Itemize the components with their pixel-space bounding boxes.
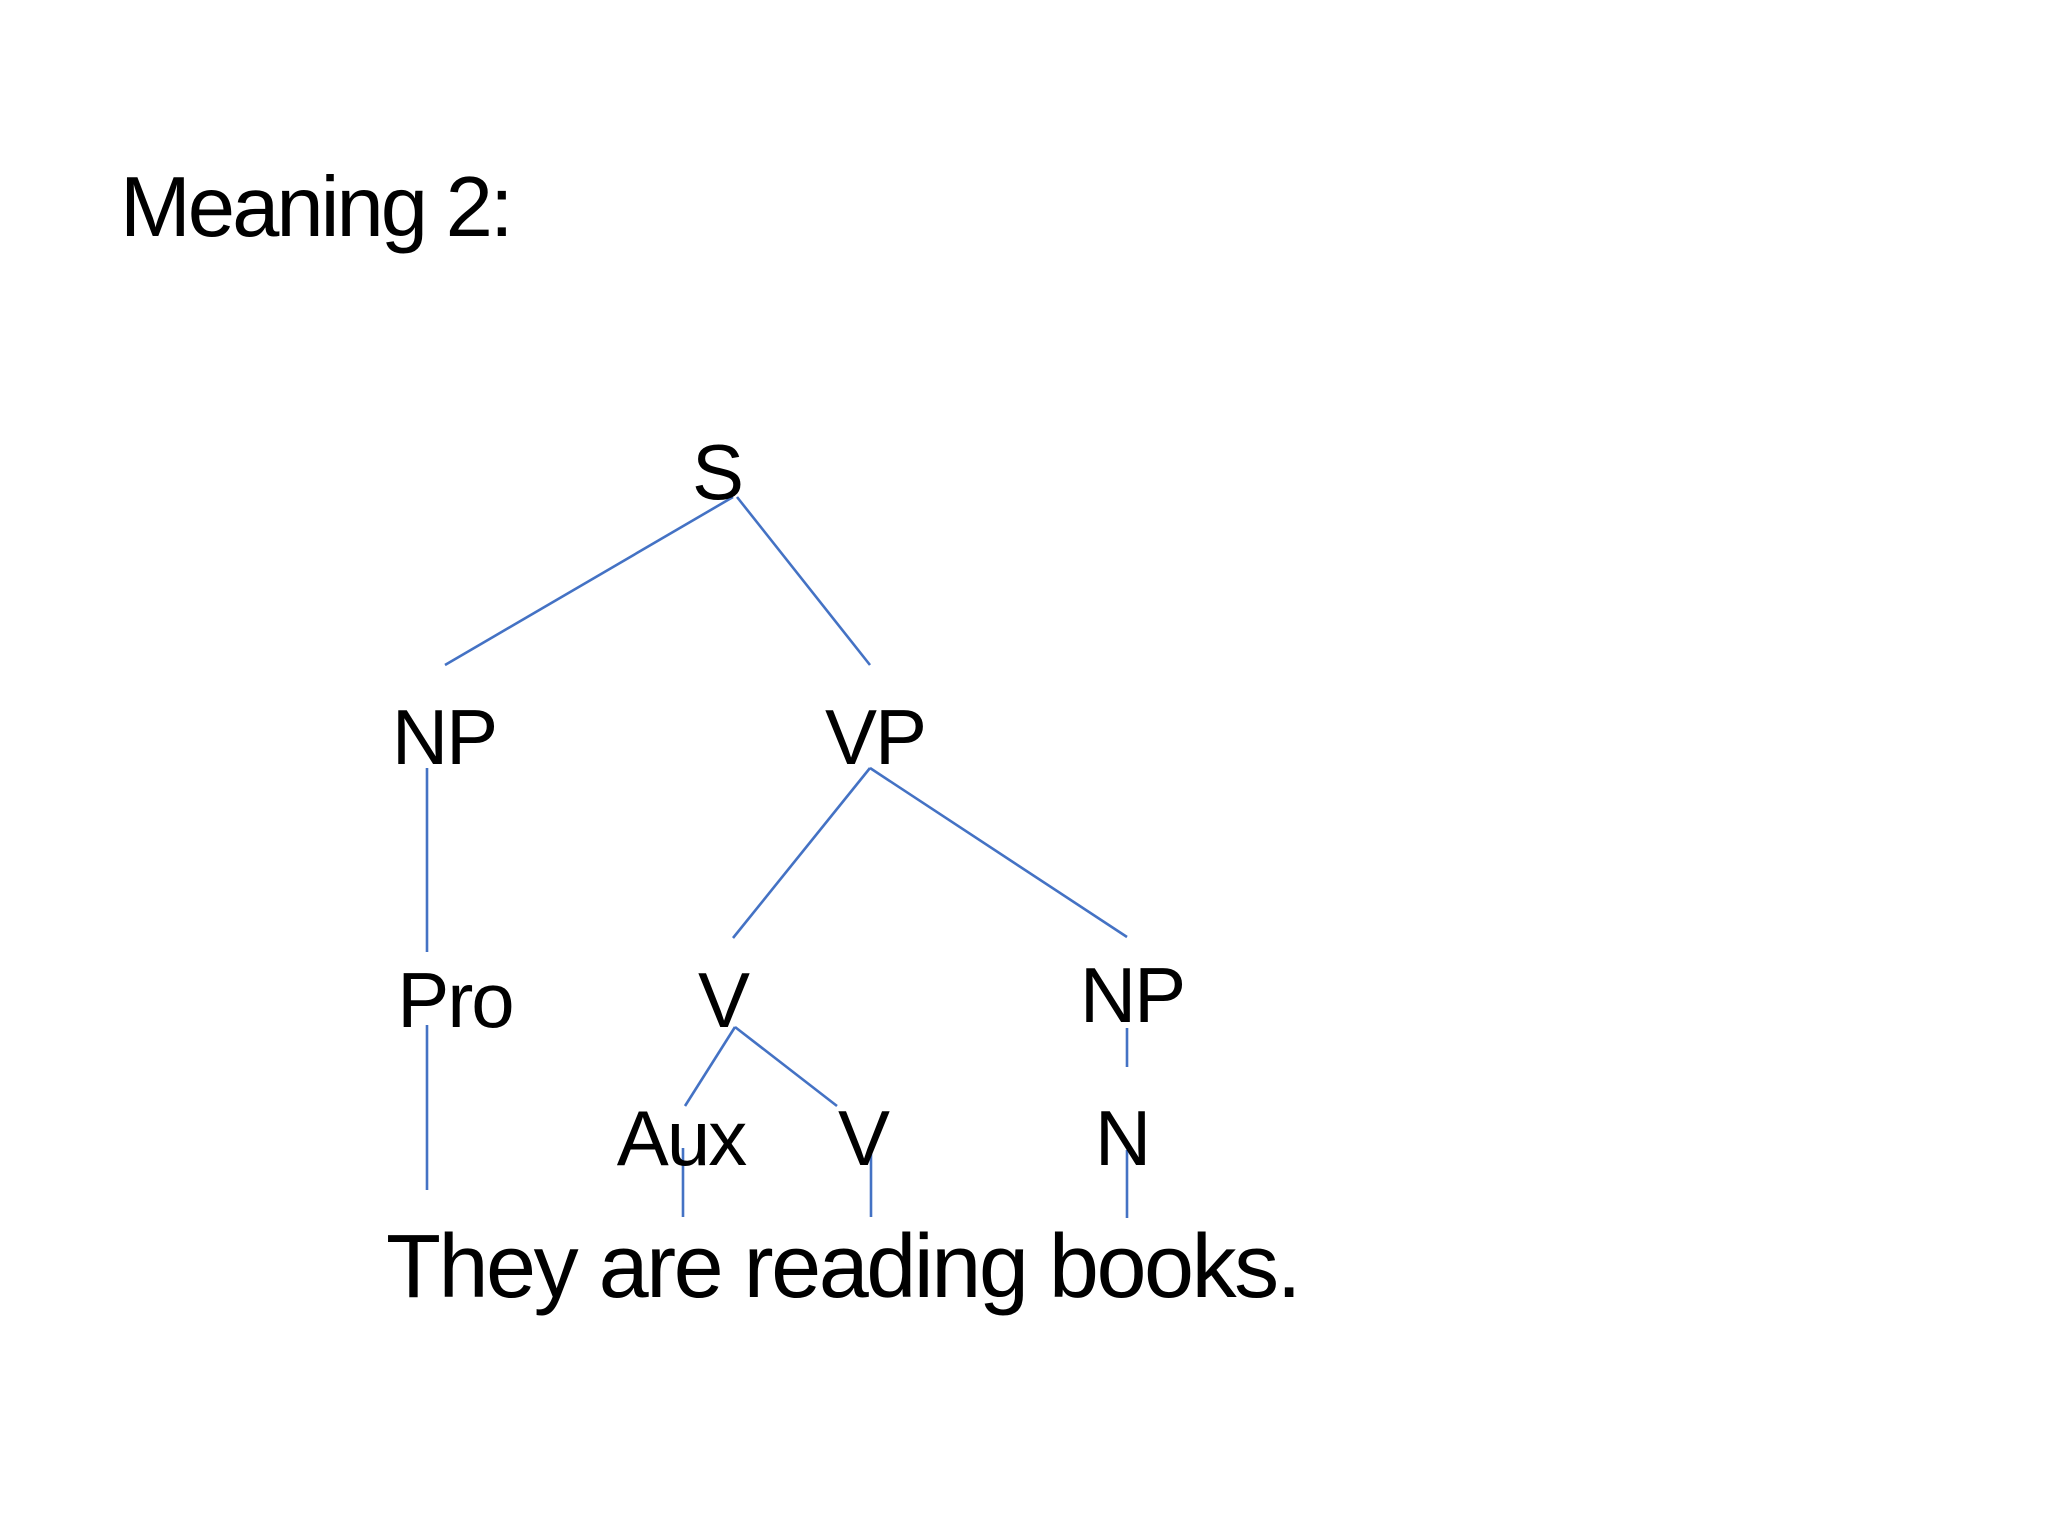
slide-title: Meaning 2: xyxy=(120,160,514,255)
edge-s-np-subject xyxy=(444,495,734,667)
node-vp: VP xyxy=(824,693,927,781)
node-aux: Aux xyxy=(616,1094,747,1182)
node-s: S xyxy=(691,428,744,516)
node-np-subject: NP xyxy=(391,693,498,781)
edge-s-vp xyxy=(735,496,872,666)
node-np-object: NP xyxy=(1079,951,1186,1039)
edge-v-head-aux xyxy=(683,1026,737,1107)
node-n: N xyxy=(1094,1094,1151,1182)
node-v-main: V xyxy=(837,1094,890,1182)
edge-vp-np-object xyxy=(869,766,1128,939)
sentence-text: They are reading books. xyxy=(386,1217,1302,1317)
node-pro: Pro xyxy=(397,956,514,1044)
edge-v-head-v-main xyxy=(734,1025,838,1108)
node-v-head: V xyxy=(697,956,750,1044)
edge-vp-v-head xyxy=(731,767,872,939)
